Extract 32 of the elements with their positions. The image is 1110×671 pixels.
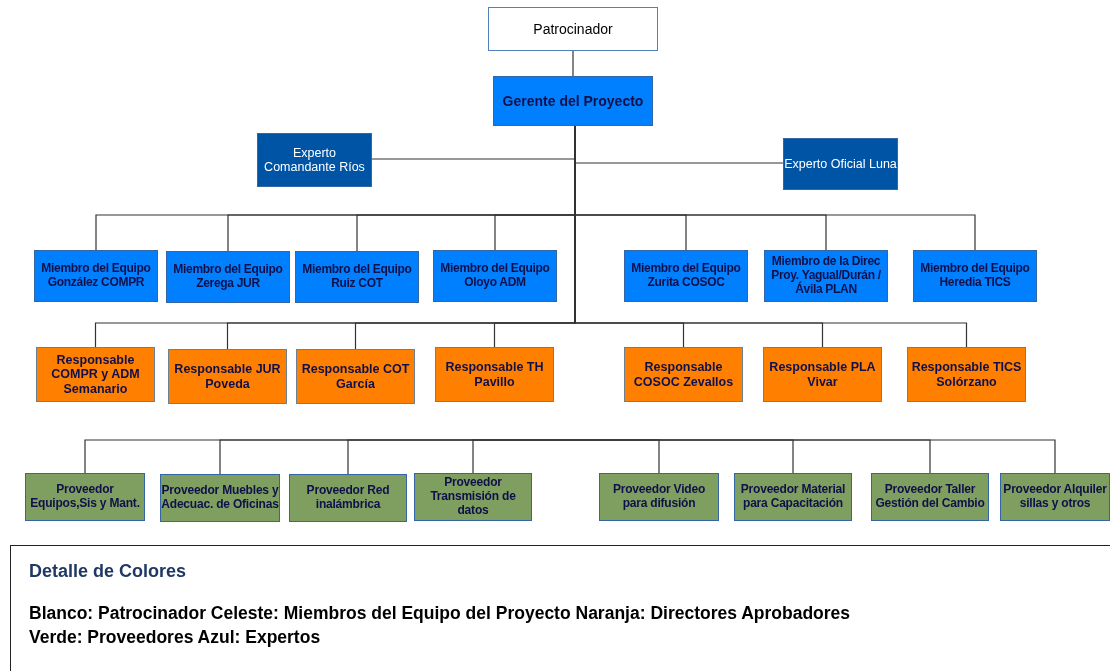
approver-box: Responsable TH Pavillo — [435, 347, 554, 402]
supplier-box: Proveedor Muebles y Adecuac. de Oficinas — [160, 474, 280, 522]
approver-box: Responsable TICS Solórzano — [907, 347, 1026, 402]
approver-box: Responsable COMPR y ADM Semanario — [36, 347, 155, 402]
supplier-box: Proveedor Taller Gestión del Cambio — [871, 473, 989, 521]
connector-line — [575, 439, 1056, 474]
approver-box: Responsable JUR Poveda — [168, 349, 287, 404]
approver-box: Responsable COSOC Zevallos — [624, 347, 743, 402]
supplier-box: Proveedor Red inalámbrica — [289, 474, 407, 522]
sponsor-box: Patrocinador — [488, 7, 658, 51]
supplier-box: Proveedor Transmisión de datos — [414, 473, 532, 521]
team-member-box: Miembro del Equipo Oloyo ADM — [433, 250, 557, 302]
team-member-box: Miembro de la Direc Proy. Yagual/Durán / Ávila PLAN — [764, 250, 888, 302]
team-member-box: Miembro del Equipo Zerega JUR — [166, 251, 290, 303]
expert-box: Experto Oficial Luna — [783, 138, 898, 190]
legend-text: Verde: Proveedores Azul: Expertos — [29, 626, 322, 649]
approver-box: Responsable COT García — [296, 349, 415, 404]
supplier-box: Proveedor Video para difusión — [599, 473, 719, 521]
legend-text: Blanco: Patrocinador Celeste: Miembros del Equipo del Proyecto Naranja: Directores Aprobadores — [29, 602, 852, 625]
connector-line — [572, 50, 574, 77]
legend-title: Detalle de Colores — [29, 560, 188, 583]
team-member-box: Miembro del Equipo Heredia TICS — [913, 250, 1037, 302]
team-member-box: Miembro del Equipo González COMPR — [34, 250, 158, 302]
approver-box: Responsable PLA Vivar — [763, 347, 882, 402]
supplier-box: Proveedor Alquiler sillas y otros — [1000, 473, 1110, 521]
supplier-box: Proveedor Material para Capacitación — [734, 473, 852, 521]
manager-box: Gerente del Proyecto — [493, 76, 653, 126]
connector-line — [472, 439, 577, 474]
expert-box: Experto Comandante Ríos — [257, 133, 372, 187]
team-member-box: Miembro del Equipo Zurita COSOC — [624, 250, 748, 302]
team-member-box: Miembro del Equipo Ruiz COT — [295, 251, 419, 303]
supplier-box: Proveedor Equipos,Sis y Mant. — [25, 473, 145, 521]
